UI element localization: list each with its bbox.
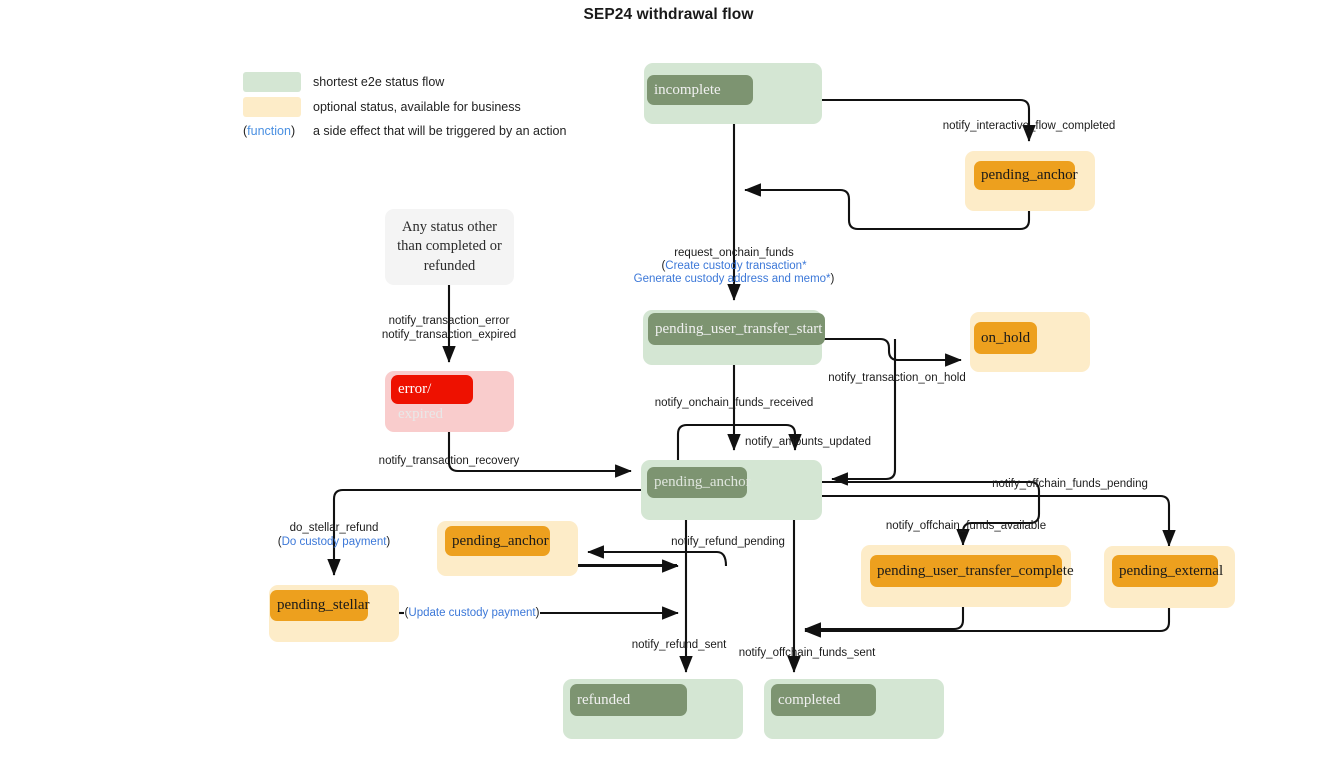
node-completed-label: completed: [771, 684, 876, 716]
edge-label-generate-custody-address: Generate custody address and memo*): [633, 273, 835, 285]
node-pending-user-transfer-complete-label: pending_user_transfer_complete: [870, 555, 1074, 587]
edge-label-notify-transaction-on-hold: notify_transaction_on_hold: [828, 372, 966, 384]
node-pending-anchor-refund-label: pending_anchor: [445, 526, 550, 556]
edge-label-notify-offchain-funds-sent: notify_offchain_funds_sent: [738, 647, 876, 659]
node-refunded-label: refunded: [570, 684, 687, 716]
node-pending-user-transfer-start-label: pending_user_transfer_start: [648, 313, 825, 345]
node-error-expired[interactable]: error/ expired: [385, 371, 514, 432]
node-refunded[interactable]: refunded: [563, 679, 743, 739]
node-error-expired-label: error/: [391, 375, 473, 404]
legend-label-shortest: shortest e2e status flow: [313, 75, 445, 89]
node-on-hold[interactable]: on_hold: [970, 312, 1090, 372]
edge-label-notify-offchain-funds-available: notify_offchain_funds_available: [885, 520, 1047, 532]
edge-label-notify-offchain-funds-pending: notify_offchain_funds_pending: [992, 478, 1148, 490]
node-incomplete[interactable]: incomplete: [644, 63, 822, 124]
edge-label-notify-transaction-expired: notify_transaction_expired: [381, 329, 517, 341]
node-pending-anchor-top-label: pending_anchor: [974, 161, 1078, 190]
node-pending-anchor-center[interactable]: pending_anchor: [641, 460, 822, 520]
node-pending-external[interactable]: pending_external: [1104, 546, 1235, 608]
node-pending-anchor-center-label: pending_anchor: [647, 467, 751, 498]
edge-label-notify-interactive-flow-completed: notify_interactive_flow_completed: [942, 120, 1116, 132]
node-pending-stellar-label: pending_stellar: [270, 590, 369, 621]
edge-label-update-custody-payment: (Update custody payment): [404, 607, 540, 619]
legend-swatch-green: [243, 72, 301, 92]
node-pending-anchor-top[interactable]: pending_anchor: [965, 151, 1095, 211]
edge-label-notify-amounts-updated: notify_amounts_updated: [745, 436, 871, 448]
node-pending-user-transfer-start[interactable]: pending_user_transfer_start: [643, 310, 825, 365]
legend-label-optional: optional status, available for business: [313, 100, 521, 114]
node-pending-stellar[interactable]: pending_stellar: [269, 585, 399, 642]
edge-label-notify-refund-pending: notify_refund_pending: [671, 536, 785, 548]
node-pending-external-label: pending_external: [1112, 555, 1223, 587]
legend-label-function: a side effect that will be triggered by …: [313, 124, 567, 138]
legend-row-function: (function) a side effect that will be tr…: [243, 124, 566, 138]
edge-label-notify-transaction-error: notify_transaction_error: [388, 315, 510, 327]
node-pending-user-transfer-complete[interactable]: pending_user_transfer_complete: [861, 545, 1074, 607]
node-any-status[interactable]: Any status other than completed or refun…: [385, 209, 514, 285]
node-incomplete-label: incomplete: [647, 75, 753, 105]
edge-label-do-custody-payment: (Do custody payment): [277, 536, 391, 548]
node-completed[interactable]: completed: [764, 679, 944, 739]
edge-label-create-custody-transaction: (Create custody transaction*: [661, 260, 807, 272]
edge-label-notify-refund-sent: notify_refund_sent: [631, 639, 727, 651]
node-pending-anchor-refund[interactable]: pending_anchor: [437, 521, 578, 576]
legend-swatch-amber: [243, 97, 301, 117]
legend-function-marker: (function): [243, 124, 296, 138]
edge-label-notify-onchain-funds-received: notify_onchain_funds_received: [654, 397, 814, 409]
edge-label-do-stellar-refund: do_stellar_refund: [289, 522, 379, 534]
edge-label-request-onchain-funds: request_onchain_funds: [674, 247, 794, 259]
legend-row-optional: optional status, available for business: [243, 97, 521, 117]
edge-label-notify-transaction-recovery: notify_transaction_recovery: [378, 455, 520, 467]
legend-row-shortest: shortest e2e status flow: [243, 72, 444, 92]
node-on-hold-label: on_hold: [974, 322, 1037, 354]
node-error-expired-label2: expired: [398, 406, 443, 422]
page-title: SEP24 withdrawal flow: [583, 6, 754, 23]
